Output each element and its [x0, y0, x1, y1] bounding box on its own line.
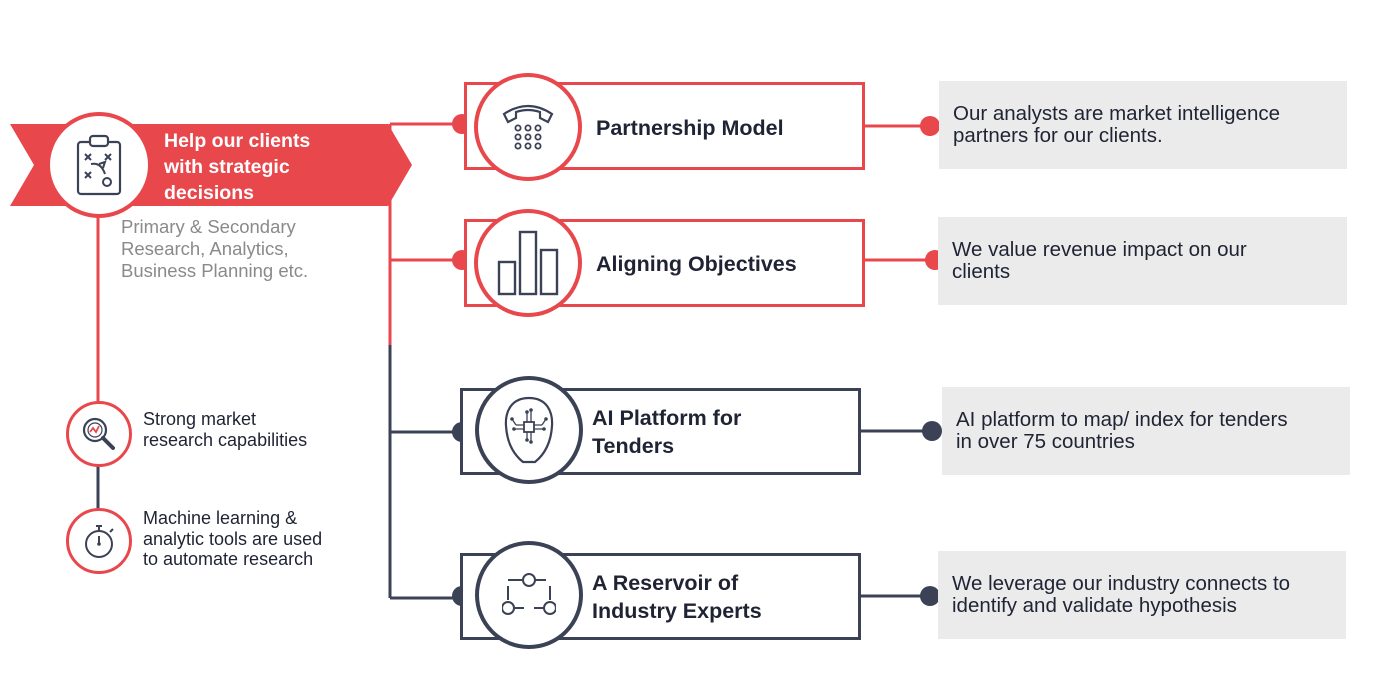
- connector-dot: [922, 421, 942, 441]
- header-title-line: with strategic: [164, 156, 290, 178]
- header-title: Help our clients with strategic decision…: [164, 128, 394, 206]
- network-nodes-icon: [502, 573, 556, 615]
- capability-text: Machine learning & analytic tools are us…: [143, 508, 383, 570]
- header-icon-circle: [46, 112, 152, 218]
- capability-line: Strong market: [143, 409, 257, 429]
- description-line: Our analysts are market intelligence: [953, 102, 1281, 125]
- pillar-title-line: AI Platform for: [592, 406, 742, 430]
- pillar-description: AI platform to map/ index for tenders in…: [942, 387, 1350, 475]
- description-line: We value revenue impact on our: [952, 238, 1247, 261]
- pillar-title-line: Aligning Objectives: [596, 252, 797, 276]
- capability-line: to automate research: [143, 549, 314, 569]
- connector-dot: [920, 116, 940, 136]
- capability-icon-circle: [66, 401, 132, 467]
- header-subtitle-line: Business Planning etc.: [121, 260, 309, 281]
- capability-icon-circle: [66, 508, 132, 574]
- connector-dot: [920, 586, 940, 606]
- pillar-icon-circle: [475, 376, 583, 484]
- description-line: AI platform to map/ index for tenders: [956, 408, 1288, 431]
- pillar-title: Aligning Objectives: [596, 250, 797, 278]
- pillar-title: Partnership Model: [596, 114, 784, 142]
- header-subtitle: Primary & Secondary Research, Analytics,…: [121, 216, 381, 282]
- description-line: We leverage our industry connects to: [952, 572, 1291, 595]
- capability-line: analytic tools are used: [143, 528, 323, 549]
- header-subtitle-line: Research, Analytics,: [121, 238, 289, 259]
- magnifier-analytics-icon: [82, 417, 115, 450]
- pillar-title: AI Platform for Tenders: [592, 404, 741, 460]
- header-subtitle-line: Primary & Secondary: [121, 216, 296, 237]
- capability-line: research capabilities: [143, 429, 308, 450]
- pillar-title-line: Industry Experts: [592, 599, 762, 623]
- pillar-icon-circle: [474, 73, 582, 181]
- ai-head-icon: [504, 396, 554, 464]
- description-line: identify and validate hypothesis: [952, 594, 1237, 617]
- pillar-title: A Reservoir of Industry Experts: [592, 569, 762, 625]
- bar-chart-icon: [497, 230, 559, 296]
- capability-text: Strong market research capabilities: [143, 409, 383, 450]
- header-title-line: Help our clients: [164, 130, 311, 152]
- header-title-line: decisions: [164, 182, 254, 204]
- pillar-icon-circle: [474, 209, 582, 317]
- description-line: partners for our clients.: [953, 124, 1163, 147]
- pillar-title-line: Partnership Model: [596, 116, 784, 140]
- stopwatch-icon: [85, 525, 114, 558]
- strategy-clipboard-icon: [76, 134, 122, 196]
- description-line: in over 75 countries: [956, 430, 1135, 453]
- description-line: clients: [952, 260, 1011, 283]
- pillar-description: Our analysts are market intelligence par…: [939, 81, 1347, 169]
- pillar-title-line: A Reservoir of: [592, 571, 739, 595]
- capability-line: Machine learning &: [143, 508, 298, 528]
- pillar-description: We leverage our industry connects to ide…: [938, 551, 1346, 639]
- pillar-description: We value revenue impact on our clients: [938, 217, 1347, 305]
- telephone-icon: [502, 104, 554, 150]
- pillar-icon-circle: [475, 541, 583, 649]
- pillar-title-line: Tenders: [592, 434, 675, 458]
